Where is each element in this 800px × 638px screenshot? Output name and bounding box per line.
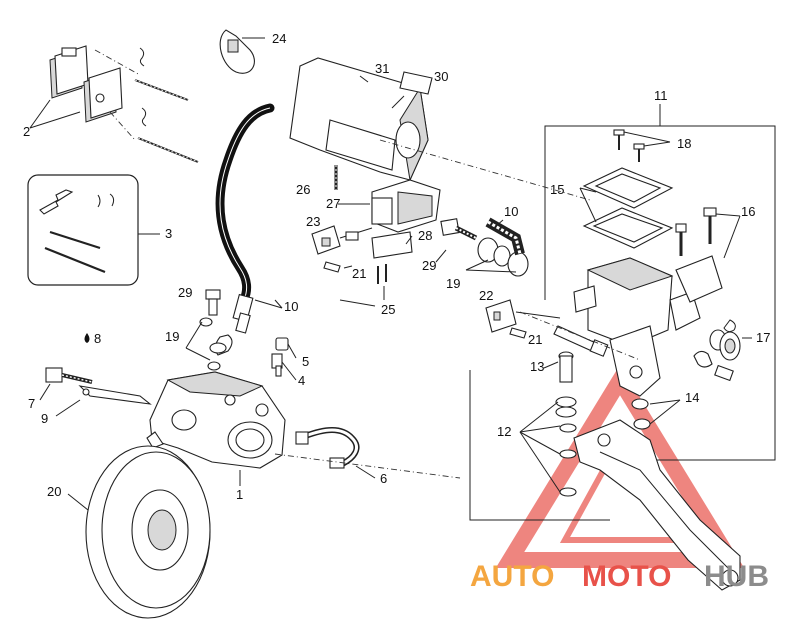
oil-drop-icon	[84, 333, 90, 343]
leader-lines	[239, 219, 504, 486]
callout-27: 27	[326, 196, 340, 211]
bleeder-valve	[271, 337, 297, 381]
brake-line-pipe	[295, 427, 376, 479]
pin-kit-box	[27, 174, 160, 286]
callout-12: 12	[497, 424, 511, 439]
callout-24: 24	[272, 31, 286, 46]
lid-screws	[613, 129, 671, 162]
reservoir-cover	[289, 57, 433, 182]
callout-25: 25	[381, 302, 395, 317]
callout-17: 17	[756, 330, 770, 345]
master-cylinder-frame	[469, 104, 776, 521]
callout-21-top: 21	[352, 266, 366, 281]
watermark-hub: HUB	[704, 560, 769, 593]
watermark-moto: MOTO	[582, 560, 671, 593]
reservoir-lid	[579, 167, 674, 249]
callout-20: 20	[47, 484, 61, 499]
callout-15: 15	[550, 182, 564, 197]
banjo-bolt-left	[185, 289, 227, 371]
callout-26: 26	[296, 182, 310, 197]
brake-disc	[67, 445, 211, 619]
pushrod	[519, 311, 641, 361]
callout-4: 4	[298, 373, 305, 388]
master-cylinder-body	[573, 257, 701, 397]
callout-29-left: 29	[178, 285, 192, 300]
brake-lever	[573, 419, 741, 591]
clamp-bolts	[675, 207, 741, 303]
callout-14: 14	[685, 390, 699, 405]
callout-21-bottom: 21	[528, 332, 542, 347]
mounting-bolt	[39, 367, 152, 417]
lever-pivot-bolt	[543, 351, 574, 383]
piston-kit	[693, 319, 752, 382]
callout-8: 8	[94, 331, 101, 346]
watermark-triangle	[495, 364, 745, 568]
brake-switch-assembly	[311, 165, 441, 284]
banjo-bolt-right	[440, 217, 529, 277]
callout-6: 6	[380, 471, 387, 486]
callout-31: 31	[375, 61, 389, 76]
callout-3: 3	[165, 226, 172, 241]
callout-1: 1	[236, 487, 243, 502]
callout-19-right: 19	[446, 276, 460, 291]
callout-16: 16	[741, 204, 755, 219]
brake-light-switch	[485, 299, 561, 339]
watermark-auto: AUTO	[470, 560, 554, 593]
cable-tie	[219, 29, 265, 74]
callout-10-top: 10	[504, 204, 518, 219]
callout-30: 30	[434, 69, 448, 84]
callout-29-right: 29	[422, 258, 436, 273]
callout-22: 22	[479, 288, 493, 303]
lever-hardware	[519, 396, 681, 497]
callout-labels: 24 31 30 11 18 2 3 26 27 15 16 10 23 28 …	[23, 31, 770, 502]
callout-11: 11	[654, 88, 668, 103]
callout-7: 7	[28, 396, 35, 411]
callout-5: 5	[302, 354, 309, 369]
callout-9: 9	[41, 411, 48, 426]
callout-18: 18	[677, 136, 691, 151]
callout-28: 28	[418, 228, 432, 243]
callout-19-left: 19	[165, 329, 179, 344]
callout-2: 2	[23, 124, 30, 139]
callout-10-left: 10	[284, 299, 298, 314]
callout-23: 23	[306, 214, 320, 229]
pad-pins	[134, 47, 199, 163]
brake-pads	[49, 45, 141, 141]
brake-hose	[214, 103, 275, 356]
watermark-text: AUTO MOTO HUB	[470, 560, 769, 593]
brake-caliper	[146, 371, 286, 469]
callout-13: 13	[530, 359, 544, 374]
